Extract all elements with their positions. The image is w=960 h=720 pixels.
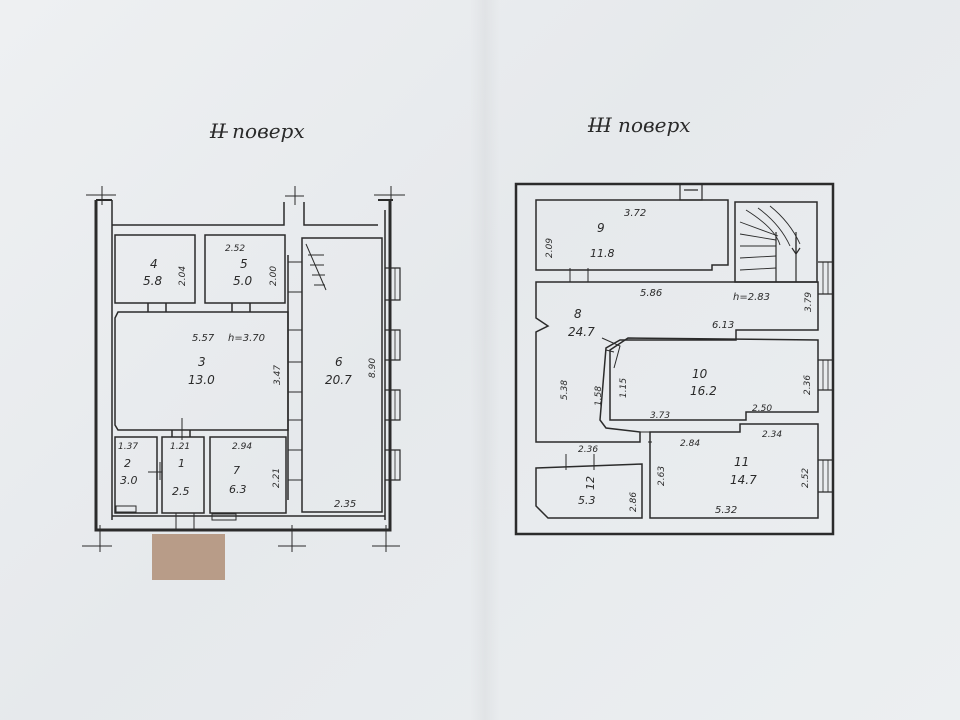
room-2-number: 2 xyxy=(124,457,131,470)
dim-label: 1.21 xyxy=(170,442,190,452)
room-9-area: 11.8 xyxy=(590,247,615,260)
dim-label: 2.86 xyxy=(629,492,639,512)
dim-label: 3.79 xyxy=(804,292,814,312)
room-5-area: 5.0 xyxy=(233,274,252,288)
room-11-area: 14.7 xyxy=(730,473,757,487)
dim-label: 2.00 xyxy=(269,266,279,286)
stair-arrow-icon xyxy=(791,238,801,256)
floor-plan-3 xyxy=(514,182,835,536)
dim-label: 2.63 xyxy=(657,466,667,486)
room-12-number: 12 xyxy=(584,476,597,490)
dim-label: 5.38 xyxy=(560,380,570,400)
room-10-area: 16.2 xyxy=(690,384,717,398)
room-9-number: 9 xyxy=(597,221,605,235)
room-7-number: 7 xyxy=(233,464,240,477)
room-5-number: 5 xyxy=(240,257,248,271)
room-11-number: 11 xyxy=(734,455,749,469)
dim-label: 2.36 xyxy=(578,445,598,455)
room-10-number: 10 xyxy=(692,367,708,381)
room-1-number: 1 xyxy=(178,457,185,470)
dim-label: 6.13 xyxy=(712,320,734,331)
dim-label: 5.57 xyxy=(192,333,215,344)
dim-label: 8.90 xyxy=(368,358,378,378)
room-12-area: 5.3 xyxy=(578,494,596,507)
dim-label: 2.36 xyxy=(803,375,813,395)
redaction-patch xyxy=(152,534,225,580)
room-1-area: 2.5 xyxy=(172,485,190,498)
room-3-number: 3 xyxy=(198,355,206,369)
dim-label: 1.58 xyxy=(594,386,604,406)
floor-3-title: III поверх xyxy=(587,113,691,137)
paper-fold xyxy=(470,0,500,720)
room-7-area: 6.3 xyxy=(229,483,247,496)
dim-label: 2.35 xyxy=(334,499,356,510)
dim-label: 2.09 xyxy=(545,238,555,258)
dim-label: 2.34 xyxy=(762,430,782,440)
room-8-number: 8 xyxy=(574,307,582,321)
dim-label: 2.52 xyxy=(225,244,245,254)
room-3-area: 13.0 xyxy=(188,373,215,387)
floor-plan-2 xyxy=(82,186,405,552)
dim-label: 5.32 xyxy=(715,505,737,516)
dim-label: 1.15 xyxy=(619,378,629,398)
dim-label: 2.50 xyxy=(752,404,772,414)
dim-label: 2.04 xyxy=(178,266,188,286)
dim-label: 5.86 xyxy=(640,288,662,299)
room-4-area: 5.8 xyxy=(143,274,162,288)
room-6-area: 20.7 xyxy=(325,373,352,387)
room-6-number: 6 xyxy=(335,355,343,369)
dim-label: 2.52 xyxy=(801,468,811,488)
floor-2-title: II поверх xyxy=(209,119,305,143)
dim-label: 3.73 xyxy=(650,411,670,421)
dim-label: 3.72 xyxy=(624,208,646,219)
dim-label: h=2.83 xyxy=(733,292,770,303)
room-8-area: 24.7 xyxy=(568,325,595,339)
room-4-number: 4 xyxy=(150,257,158,271)
dim-label: 2.21 xyxy=(272,468,282,488)
dim-label: 2.84 xyxy=(680,439,700,449)
room-2-area: 3.0 xyxy=(120,474,138,487)
dim-label: 2.94 xyxy=(232,442,252,452)
dim-label: h=3.70 xyxy=(228,333,265,344)
dim-label: 1.37 xyxy=(118,442,138,452)
dim-label: 3.47 xyxy=(273,365,283,385)
